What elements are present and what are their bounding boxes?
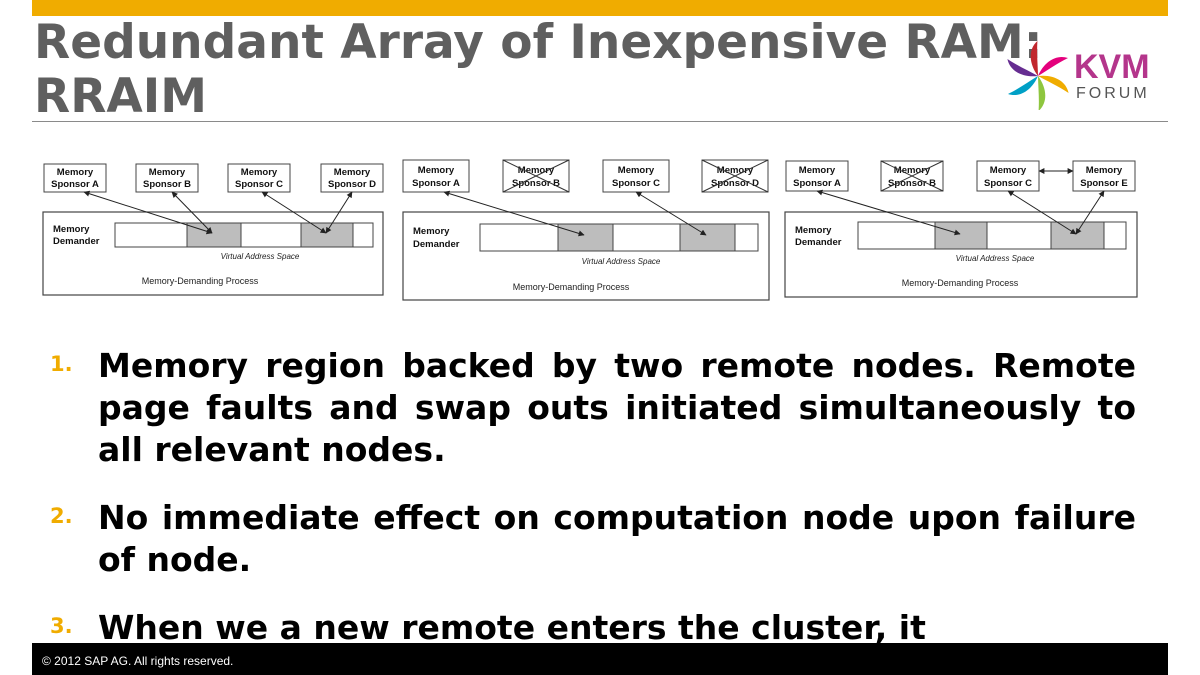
list-item: 1. Memory region backed by two remote no… [50,345,1136,471]
sponsor-c-label-1: Memory [618,165,655,176]
sponsor-b-label-2: Sponsor B [888,178,936,189]
process-label: Memory-Demanding Process [513,282,630,292]
title-divider [32,121,1168,122]
backed-page [557,223,614,252]
backed-page [1050,221,1105,250]
logo-word-kvm: KVM [1074,48,1150,86]
sponsor-c-label-2: Sponsor C [984,178,1032,189]
sponsor-d-label-2: Sponsor D [328,179,376,190]
sponsor-a-label-1: Memory [418,165,455,176]
sponsor-b-label-1: Memory [894,165,931,176]
list-item: 3. When we a new remote enters the clust… [50,607,1136,643]
address-space-label: Virtual Address Space [582,257,661,266]
list-text: Memory region backed by two remote nodes… [98,346,1136,469]
sponsor-b-label-2: Sponsor B [143,179,191,190]
sponsor-a-label-2: Sponsor A [412,178,460,189]
sponsor-c-label-2: Sponsor C [612,178,660,189]
demander-label-2: Demander [413,239,460,250]
demander-label-2: Demander [795,237,842,248]
demander-label-1: Memory [413,226,450,237]
copyright-text: © 2012 SAP AG. All rights reserved. [42,654,234,668]
backed-page [300,222,354,248]
sponsor-box [43,163,107,193]
slide-title: Redundant Array of Inexpensive RAM: RRAI… [34,16,1114,124]
sponsor-a-label-2: Sponsor A [793,178,841,189]
diagram-3: Memory Sponsor A Memory Sponsor B Memory… [784,160,1138,298]
sponsor-b-label-1: Memory [149,167,186,178]
sponsor-d-label-1: Memory [717,165,754,176]
list-item: 2. No immediate effect on computation no… [50,497,1136,581]
backed-page [679,223,736,252]
sponsor-b-label-2: Sponsor B [512,178,560,189]
sponsor-box [402,159,470,193]
sponsor-e-label-1: Memory [1086,165,1123,176]
top-accent-bar [32,0,1168,16]
process-label: Memory-Demanding Process [902,278,1019,288]
sponsor-a-label-1: Memory [57,167,94,178]
sponsor-box [227,163,291,193]
slide-title-line-1: Redundant Array of Inexpensive RAM: [34,15,1043,70]
process-label: Memory-Demanding Process [142,276,259,286]
kvm-forum-logo: KVM FORUM [1002,40,1170,111]
sponsor-box [976,160,1040,192]
sponsor-box [785,160,849,192]
backed-page [934,221,988,250]
sponsor-b-label-1: Memory [518,165,555,176]
diagram-2: Memory Sponsor A Memory Sponsor B Memory… [402,159,770,301]
pinwheel-logo-icon: KVM FORUM [1007,41,1150,111]
demander-label-1: Memory [795,225,832,236]
sponsor-e-label-2: Sponsor E [1080,178,1128,189]
sponsor-d-label-2: Sponsor D [711,178,759,189]
sponsor-box [602,159,670,193]
list-number: 2. [50,504,73,528]
sponsor-box [1072,160,1136,192]
demander-label-1: Memory [53,224,90,235]
diagram-1: Memory Sponsor A Memory Sponsor B Memory… [42,163,384,296]
backed-page [186,222,242,248]
rraim-diagrams: Memory Sponsor A Memory Sponsor B Memory… [42,159,1138,301]
slide-title-line-2: RRAIM [34,69,208,124]
logo-word-forum: FORUM [1076,85,1150,102]
list-number: 1. [50,352,73,376]
list-number: 3. [50,614,73,638]
sponsor-d-label-1: Memory [334,167,371,178]
sponsor-a-label-2: Sponsor A [51,179,99,190]
address-space-label: Virtual Address Space [221,252,300,261]
list-text: No immediate effect on computation node … [98,498,1136,579]
sponsor-c-label-1: Memory [241,167,278,178]
sponsor-c-label-2: Sponsor C [235,179,283,190]
list-text: When we a new remote enters the cluster,… [98,608,926,643]
sponsor-c-label-1: Memory [990,165,1027,176]
bullet-list: 1. Memory region backed by two remote no… [50,345,1136,643]
footer-bar: © 2012 SAP AG. All rights reserved. [32,643,1168,675]
address-space-label: Virtual Address Space [956,254,1035,263]
demander-label-2: Demander [53,236,100,247]
sponsor-a-label-1: Memory [799,165,836,176]
